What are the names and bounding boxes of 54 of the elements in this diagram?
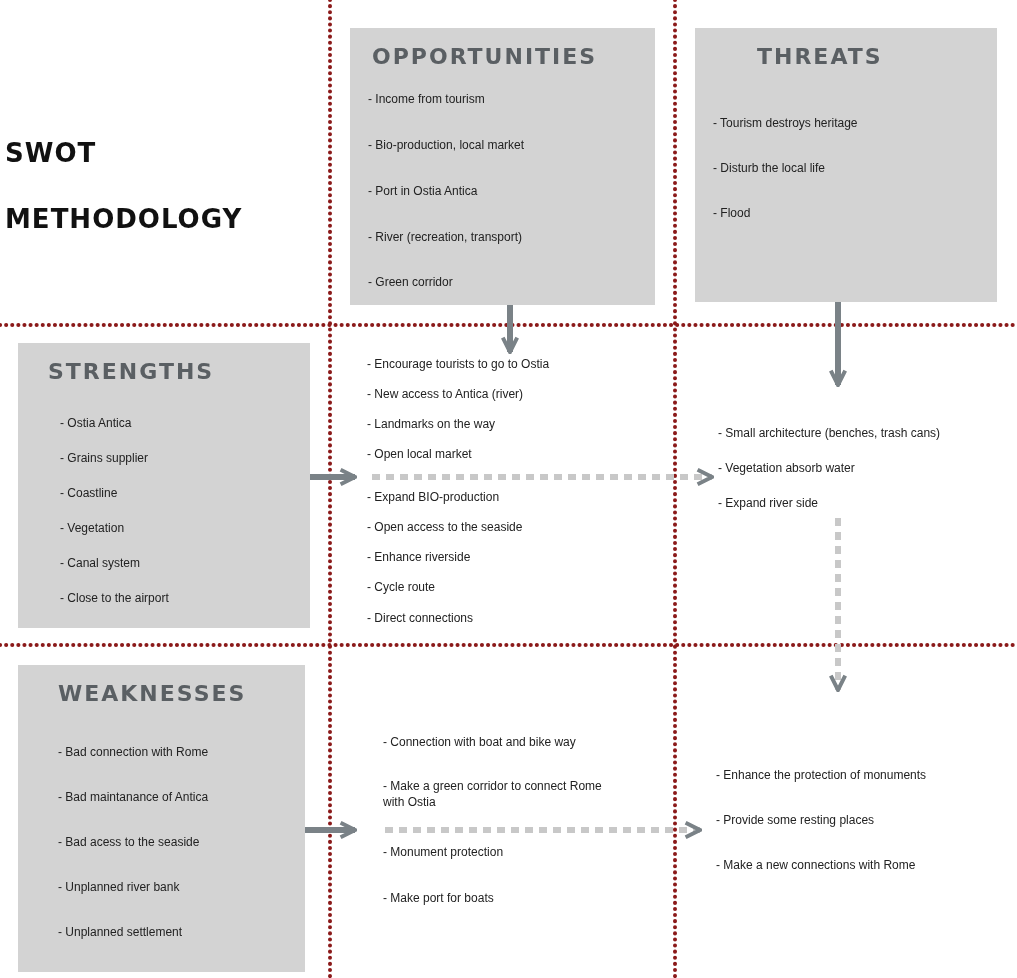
box-heading: OPPORTUNITIES	[372, 44, 598, 69]
list-item: - Open local market	[367, 447, 472, 461]
list-item: - Income from tourism	[368, 92, 485, 106]
title: SWOT METHODOLOGY	[5, 137, 244, 236]
arrow	[372, 467, 714, 487]
arrow	[305, 820, 357, 840]
list-item: - Direct connections	[367, 611, 474, 625]
category-box	[18, 343, 310, 628]
category-box	[350, 28, 655, 305]
list-item: - Expand BIO-production	[367, 490, 500, 504]
list-item: - Provide some resting places	[716, 813, 875, 827]
list-item: - Green corridor	[368, 275, 453, 289]
list-item: - Make a new connections with Rome	[716, 858, 916, 872]
arrow	[828, 302, 848, 387]
list-item: - Expand river side	[718, 496, 819, 510]
box-heading: THREATS	[757, 44, 883, 69]
list-item: - Small architecture (benches, trash cans)	[718, 426, 941, 440]
list-item: - Unplanned river bank	[58, 880, 180, 894]
list-item: - Enhance riverside	[367, 550, 471, 564]
list-item: - Unplanned settlement	[58, 925, 183, 939]
list-item: - Bad connection with Rome	[58, 745, 209, 759]
box-heading: WEAKNESSES	[58, 681, 247, 706]
box-heading: STRENGTHS	[48, 359, 215, 384]
list-item: - Flood	[713, 206, 751, 220]
list-item: - Grains supplier	[60, 451, 149, 465]
category-box	[695, 28, 997, 302]
list-item: - Open access to the seaside	[367, 520, 523, 534]
list-item: - Cycle route	[367, 580, 436, 594]
arrow	[310, 467, 357, 487]
list-item: - Encourage tourists to go to Ostia	[367, 357, 550, 371]
category-box	[18, 665, 305, 972]
list-item: - River (recreation, transport)	[368, 230, 523, 244]
list-item: - Make port for boats	[383, 890, 495, 906]
list-item: - New access to Antica (river)	[367, 387, 524, 401]
list-item: - Close to the airport	[60, 591, 169, 605]
list-item: - Tourism destroys heritage	[713, 116, 858, 130]
list-item: - Vegetation absorb water	[718, 461, 855, 475]
list-item: - Bad maintanance of Antica	[58, 790, 209, 804]
list-item: - Ostia Antica	[60, 416, 132, 430]
arrow	[828, 518, 848, 692]
list-item: - Port in Ostia Antica	[368, 184, 478, 198]
list-item: - Landmarks on the way	[367, 417, 496, 431]
list-item: - Enhance the protection of monuments	[716, 768, 927, 782]
list-item: - Make a green corridor to connect Rome with Ostia	[383, 778, 603, 810]
list-item: - Canal system	[60, 556, 141, 570]
list-item: - Disturb the local life	[713, 161, 826, 175]
list-item: - Bad acess to the seaside	[58, 835, 200, 849]
list-item: - Connection with boat and bike way	[383, 734, 577, 750]
list-item: - Monument protection	[383, 844, 505, 860]
arrow	[385, 820, 702, 840]
list-item: - Bio-production, local market	[368, 138, 525, 152]
list-item: - Vegetation	[60, 521, 125, 535]
list-item: - Coastline	[60, 486, 118, 500]
arrow	[500, 305, 520, 354]
